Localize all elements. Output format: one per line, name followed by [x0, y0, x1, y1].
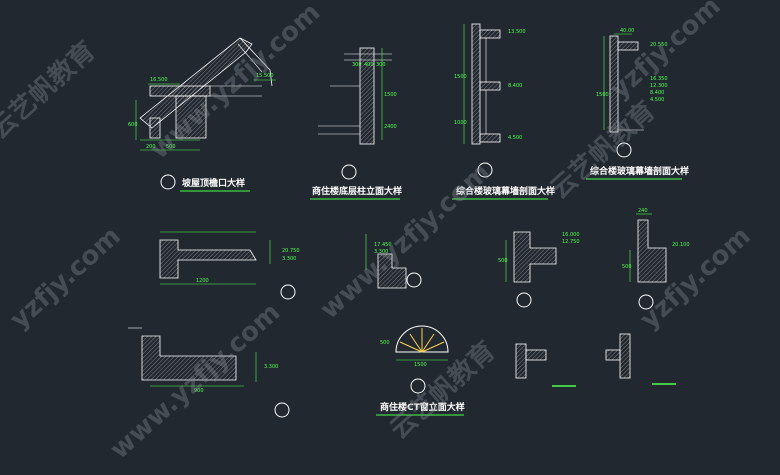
window-h: 500 — [380, 340, 390, 346]
window-title: 商住楼CT窗立面大样 — [380, 401, 465, 413]
cxw-h: 1500 — [596, 92, 609, 98]
col-h1: 1500 — [384, 92, 397, 98]
detail-small-3: 240 20.100 500 — [622, 208, 690, 310]
eaves-elev: 16.500 — [150, 77, 168, 83]
cw-h1: 1500 — [454, 74, 467, 80]
cxw-elev1: 20.550 — [650, 42, 668, 48]
cxw-elev4: 8.400 — [650, 90, 664, 96]
detail-column: 300 400 300 1500 2400 商住楼底层柱立面大样 — [310, 47, 402, 200]
curtain-wall-title: 综合楼玻璃幕墙剖面大样 — [456, 185, 555, 197]
eaves-elev-right: 15.500 — [256, 73, 274, 79]
eaves-title: 坡屋顶檐口大样 — [182, 177, 245, 189]
col-top-c: 300 — [376, 62, 386, 68]
watermark-brand-1: 云艺帆教育 — [0, 35, 101, 145]
detail-curtain-wall: 13.500 8.400 4.500 1500 1000 综合楼玻璃幕墙剖面大样 — [452, 23, 555, 200]
detail-small-5 — [605, 333, 676, 385]
watermark-url-2: www.yzfjy.com — [315, 157, 497, 325]
window-w: 1500 — [414, 362, 427, 368]
slab2-elev: 3.300 — [264, 364, 278, 370]
eaves-left-h: 600 — [128, 122, 138, 128]
cxw-top: 40.00 — [620, 28, 634, 34]
col-h2: 2400 — [384, 124, 397, 130]
detail-window: 1500 500 商住楼CT窗立面大样 — [376, 325, 465, 416]
slab1-elev2: 3.300 — [282, 256, 296, 262]
col-top-b: 400 — [364, 62, 374, 68]
detail-slab-1: 20.750 3.300 1200 — [159, 231, 300, 300]
small3-elev: 20.100 — [672, 242, 690, 248]
small3-top: 240 — [638, 208, 648, 214]
watermark-url-5: yzfjy.com — [5, 221, 127, 335]
slab2-w: 900 — [194, 388, 204, 394]
small2-h: 500 — [498, 258, 508, 264]
cw-elev2: 8.400 — [508, 83, 522, 89]
small2-elev2: 12.750 — [562, 239, 580, 245]
watermark-url-1: www.yzfjy.com — [145, 0, 327, 165]
cw-elev3: 4.500 — [508, 135, 522, 141]
slab1-elev1: 20.750 — [282, 248, 300, 254]
detail-slab-2: 900 3.300 — [128, 327, 290, 418]
detail-eaves: 16.500 15.500 600 200 500 坡屋顶檐口大样 — [128, 37, 276, 192]
watermark-url-4: yzfjy.com — [605, 0, 727, 105]
slab1-w: 1200 — [196, 278, 209, 284]
eaves-w2: 500 — [166, 144, 176, 150]
cw-h2: 1000 — [454, 120, 467, 126]
watermark-brand-2: 云艺帆教育 — [544, 95, 661, 205]
small1-elev1: 17.450 — [374, 242, 392, 248]
detail-complex-wall: 40.00 20.550 16.350 12.300 8.400 4.500 1… — [586, 28, 689, 180]
eaves-w1: 200 — [146, 144, 156, 150]
cxw-elev5: 4.500 — [650, 97, 664, 103]
small1-elev2: 3.300 — [374, 249, 388, 255]
detail-small-2: 16.000 12.750 500 — [498, 231, 580, 308]
detail-small-1: 17.450 3.300 — [365, 234, 422, 289]
col-top-a: 300 — [352, 62, 362, 68]
column-title: 商住楼底层柱立面大样 — [312, 185, 402, 197]
cw-elev1: 13.500 — [508, 29, 526, 35]
detail-small-4 — [515, 343, 576, 387]
complex-wall-title: 综合楼玻璃幕墙剖面大样 — [590, 165, 689, 177]
small2-elev1: 16.000 — [562, 232, 580, 238]
small3-h: 500 — [622, 264, 632, 270]
cxw-elev3: 12.300 — [650, 83, 668, 89]
cxw-elev2: 16.350 — [650, 76, 668, 82]
watermark-url-3: www.yzfjy.com — [105, 297, 287, 465]
